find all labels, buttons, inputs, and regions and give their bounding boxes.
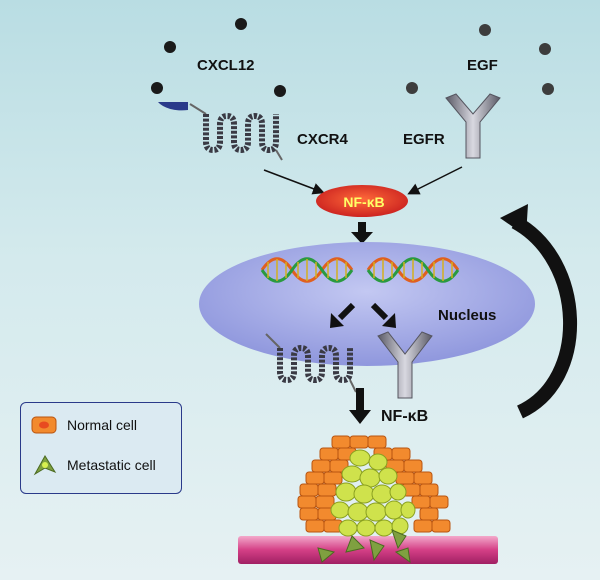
label-cxcl12: CXCL12	[197, 57, 255, 74]
escaping-metastatic-cells	[317, 529, 411, 564]
ligand-dot-icon	[479, 24, 491, 36]
ligand-dot-icon	[539, 43, 551, 55]
tumor-normal-cells	[297, 435, 451, 533]
blood-vessel-icon	[238, 536, 498, 564]
arrow-to-cxcr4-gene	[330, 302, 356, 328]
legend-label-normal: Normal cell	[67, 417, 138, 433]
arrow-cxcr4-to-nfkb	[263, 169, 325, 195]
ligand-dot-icon	[274, 85, 286, 97]
feedback-arrow-icon	[500, 204, 578, 419]
dna-helix-icon	[366, 257, 460, 283]
ligand-dot-icon	[542, 83, 554, 95]
nfkb-node	[316, 185, 408, 217]
legend-label-metastatic: Metastatic cell	[67, 457, 156, 473]
egfr-receptor-icon	[377, 331, 433, 399]
arrow-to-tumor	[349, 388, 371, 424]
legend: Normal cell Metastatic cell	[20, 402, 182, 494]
egf-ligand-dots	[406, 24, 554, 95]
ligand-dot-icon	[235, 18, 247, 30]
ligand-dot-icon	[164, 41, 176, 53]
label-nucleus: Nucleus	[438, 307, 497, 324]
ligand-dot-icon	[151, 82, 163, 94]
dna-helix-icon	[260, 257, 354, 283]
legend-item-metastatic: Metastatic cell	[31, 453, 156, 477]
cxcr4-receptor-icon	[265, 333, 357, 393]
label-cxcr4: CXCR4	[297, 131, 348, 148]
egfr-receptor-icon	[445, 93, 501, 159]
arrow-nfkb-to-nucleus	[351, 222, 373, 244]
arrow-to-egfr-gene	[370, 302, 396, 328]
cxcl12-ligand-dots	[151, 18, 286, 97]
cxcr4-receptor-icon	[158, 102, 283, 161]
label-nfkb-node: NF-κB	[343, 194, 385, 210]
arrow-egfr-to-nfkb	[407, 166, 463, 195]
nucleus	[199, 242, 535, 366]
tumor-metastatic-cells	[330, 449, 416, 537]
legend-item-normal: Normal cell	[31, 413, 137, 437]
label-egfr: EGFR	[403, 131, 445, 148]
label-egf: EGF	[467, 57, 498, 74]
ligand-dot-icon	[406, 82, 418, 94]
metastatic-cell-icon	[33, 455, 57, 476]
label-nfkb-bottom: NF-κB	[381, 408, 429, 425]
normal-cell-icon	[31, 416, 57, 434]
